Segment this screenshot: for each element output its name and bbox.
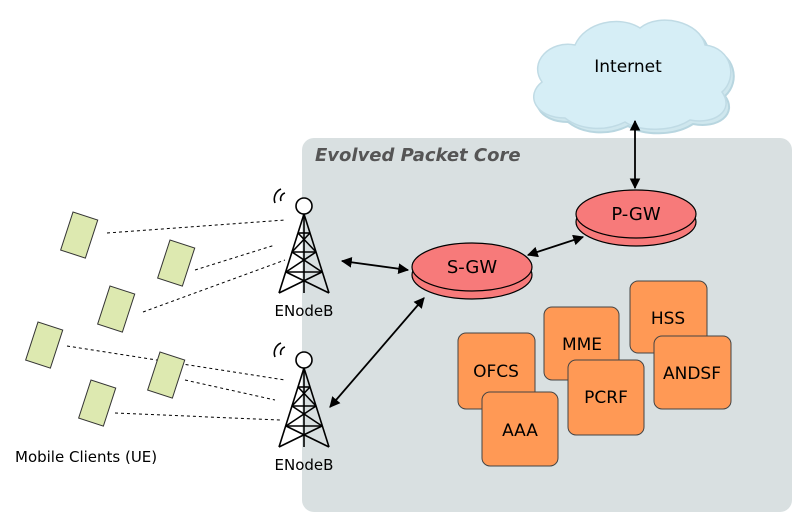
pcrf-label: PCRF <box>584 388 628 408</box>
ue-device <box>157 239 196 287</box>
ue-device <box>78 379 117 427</box>
enodeb-label-2: ENodeB <box>275 456 334 474</box>
ue-device <box>147 351 186 399</box>
ue-device <box>97 285 136 333</box>
mobile-clients <box>25 211 196 427</box>
enodeb2-sgw-link <box>329 297 425 408</box>
sgw-label: S-GW <box>447 257 498 278</box>
internet-cloud: Internet <box>533 19 735 135</box>
enodeb1-sgw-link <box>340 256 410 275</box>
aaa-label: AAA <box>502 421 538 441</box>
enodeb-label-1: ENodeB <box>275 302 334 320</box>
core-title: Evolved Packet Core <box>315 145 521 166</box>
pgw-label: P-GW <box>611 204 661 225</box>
ofcs-box: OFCS <box>457 332 536 410</box>
ue-device <box>25 321 64 369</box>
function-boxes: MME HSS OFCS PCRF ANDSF AAA <box>457 280 732 467</box>
andsf-box: ANDSF <box>653 335 732 410</box>
enodeb-tower-1 <box>273 188 330 294</box>
hss-box: HSS <box>629 280 708 354</box>
hss-label: HSS <box>651 309 685 329</box>
ue-device <box>60 211 99 259</box>
sgw-node: S-GW <box>411 242 533 300</box>
connections <box>329 119 641 408</box>
ofcs-label: OFCS <box>473 362 519 382</box>
andsf-label: ANDSF <box>663 364 721 384</box>
aaa-box: AAA <box>481 391 559 467</box>
internet-label: Internet <box>594 57 662 77</box>
pgw-node: P-GW <box>575 189 697 247</box>
pcrf-box: PCRF <box>567 359 645 436</box>
sgw-pgw-link <box>526 234 585 258</box>
enodeb-tower-2 <box>273 342 330 448</box>
mme-label: MME <box>562 335 602 355</box>
mobile-clients-label: Mobile Clients (UE) <box>15 448 157 466</box>
